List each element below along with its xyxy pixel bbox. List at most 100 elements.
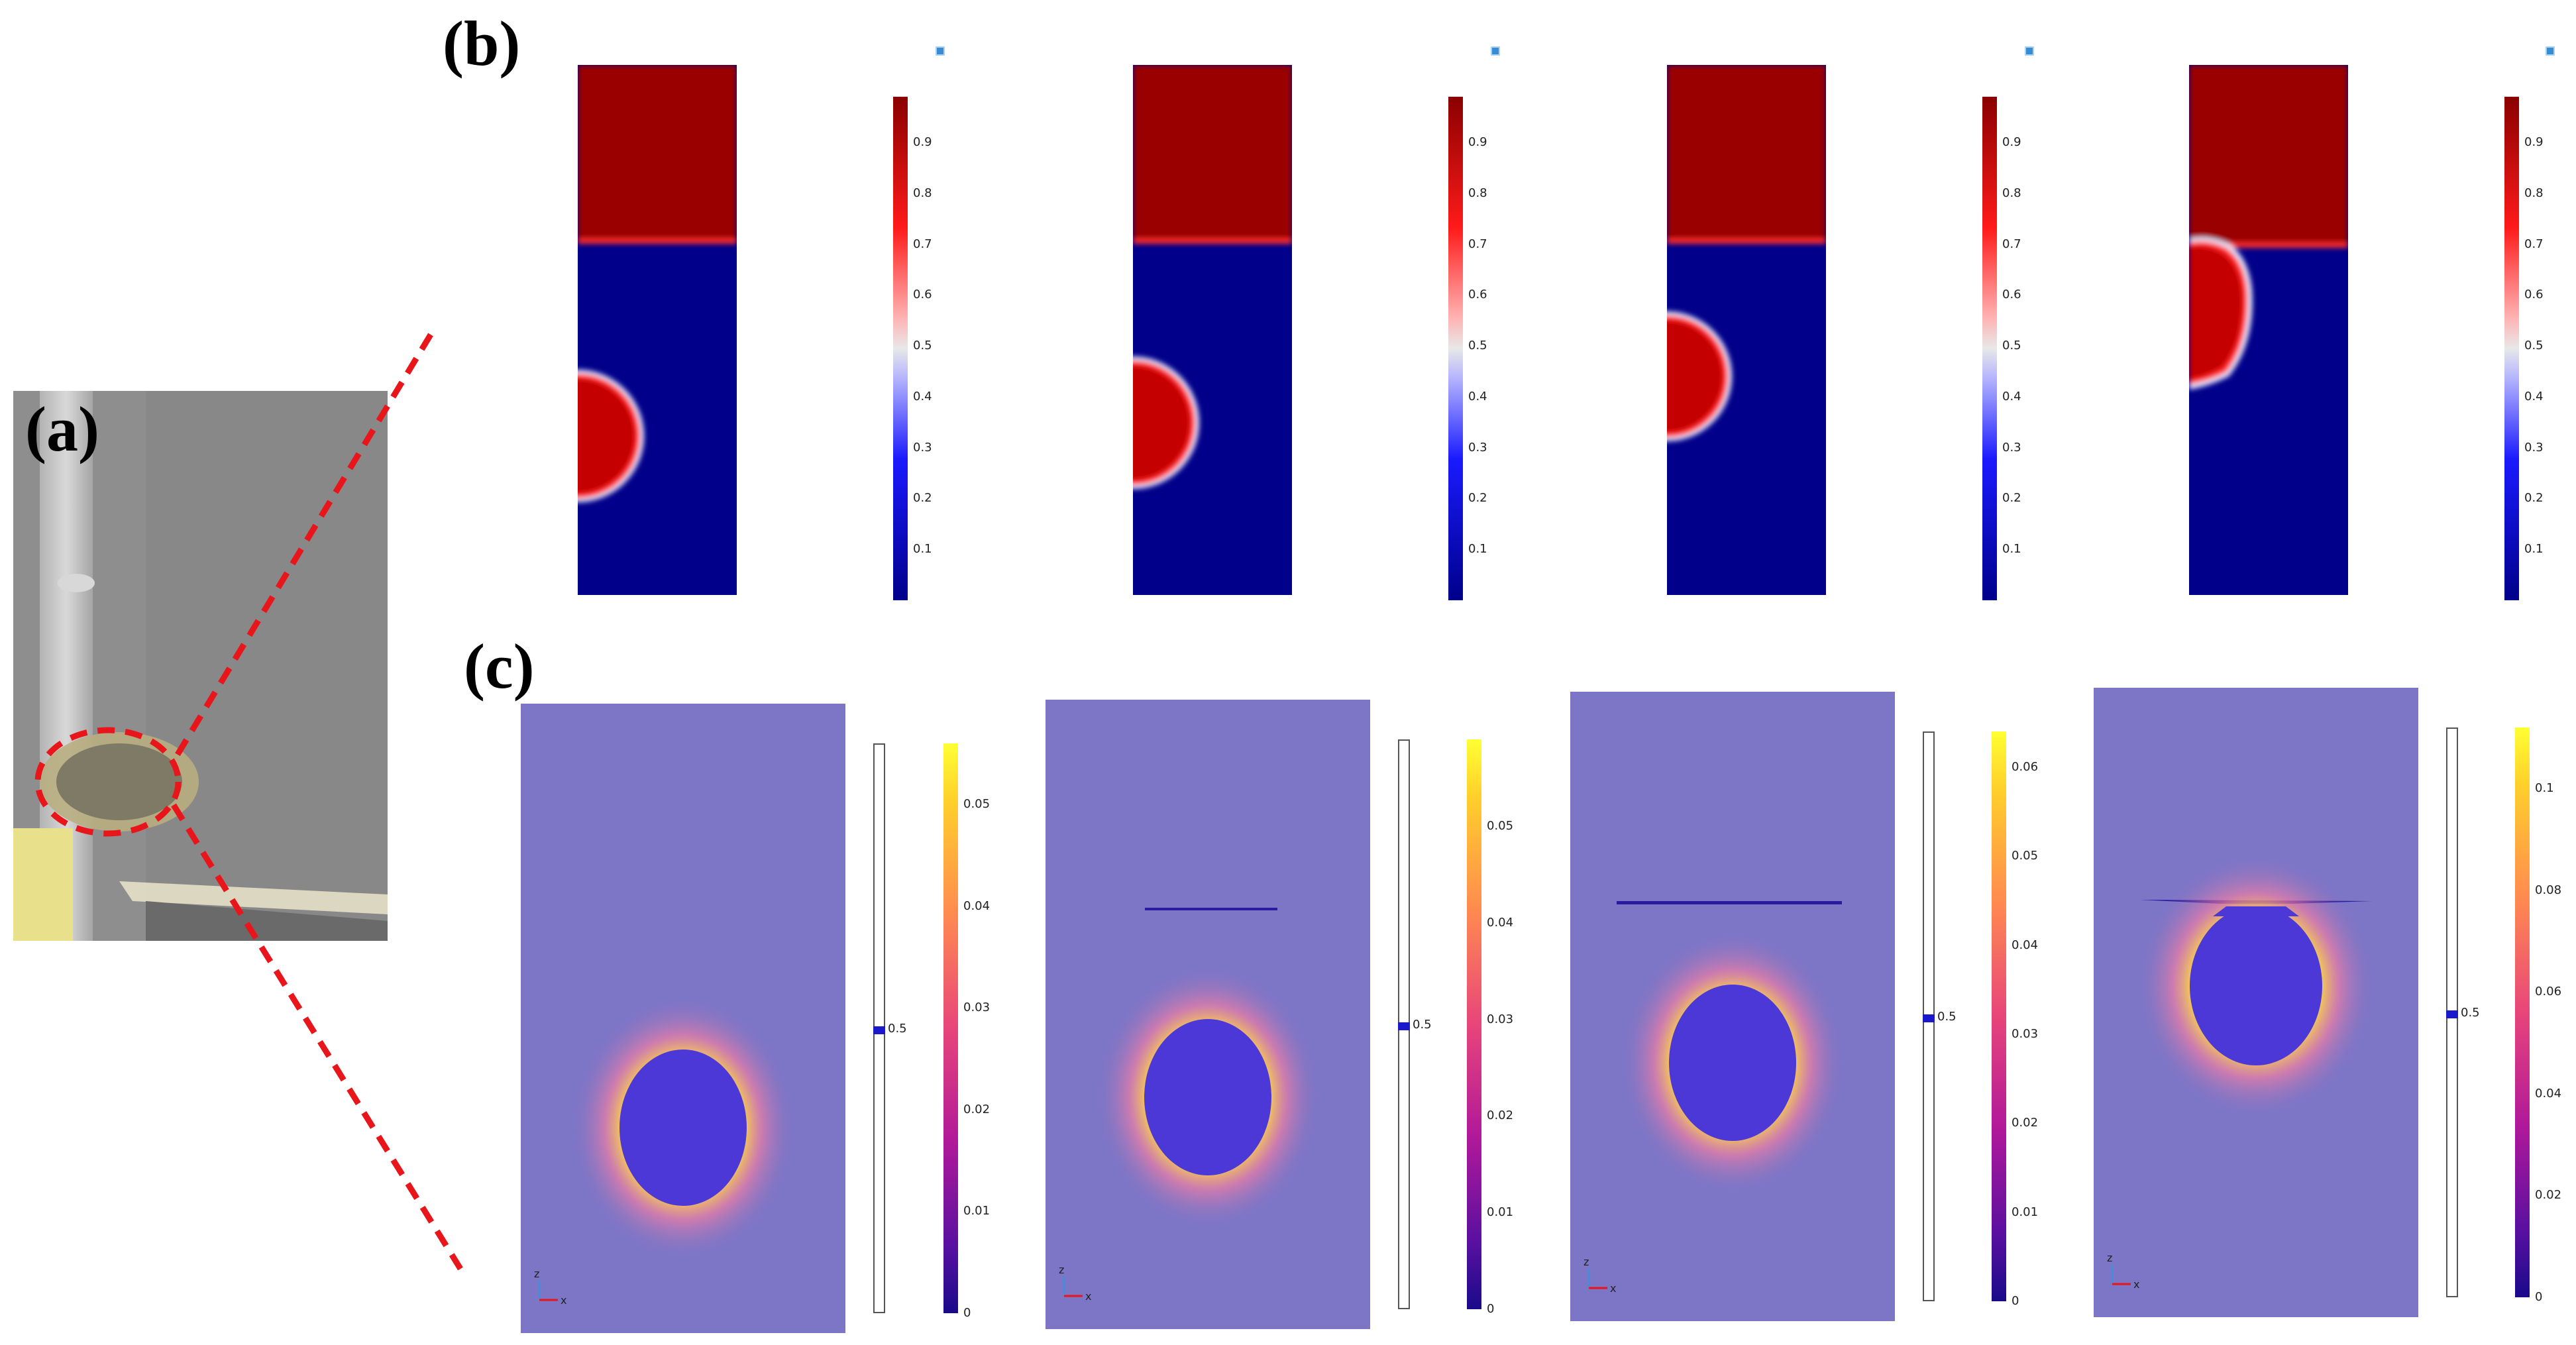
phase-field-frame-1	[578, 65, 737, 595]
colorbar-b-tick: 0.3	[2002, 440, 2021, 455]
axis-x-label: x	[561, 1294, 566, 1307]
level-marker	[2446, 1010, 2458, 1018]
level-marker-label: 0.5	[1413, 1018, 1432, 1032]
colorbar-b-tick: 0.6	[2524, 288, 2544, 302]
colorbar-b-tick: 0.7	[913, 237, 932, 251]
colorbar-b-tick: 0.3	[1468, 440, 1487, 455]
phase-field-frame-2	[1133, 65, 1292, 595]
colorbar-b-tick: 0.2	[2524, 491, 2544, 506]
colorbar-b-tick: 0.9	[2002, 135, 2021, 150]
colorbar-b-tick: 0.4	[2524, 389, 2544, 404]
colorbar-b-tick: 0.7	[2002, 237, 2021, 251]
colorbar-b-tick: 0.4	[1468, 389, 1487, 404]
level-marker	[1923, 1014, 1935, 1022]
zoom-line-upper	[170, 333, 433, 765]
highlight-ellipse	[34, 727, 182, 837]
phase-field-frame-4	[2189, 65, 2348, 595]
colorbar-b-tick: 0.2	[2002, 491, 2021, 506]
colorbar-b-tick: 0.5	[2002, 339, 2021, 353]
colorbar-b-tick: 0.1	[913, 542, 932, 557]
axis-x-label: x	[1610, 1282, 1616, 1295]
velocity-frame-3: z x	[1570, 692, 1895, 1321]
colorbar-b-tick: 0.9	[1468, 135, 1487, 150]
colorbar-b-tick: 0.8	[1468, 186, 1487, 200]
label-b: (b)	[443, 8, 521, 79]
colorbar-b-tick: 0.7	[1468, 237, 1487, 251]
colorbar-b-tick: 0.5	[913, 339, 932, 353]
colorbar-c-4	[2515, 727, 2530, 1297]
colorbar-c-tick: 0.1	[2535, 781, 2554, 796]
colorbar-c-tick: 0	[963, 1306, 971, 1320]
colorbar-b-tick: 0.9	[2524, 135, 2544, 150]
colorbar-c-tick: 0.03	[963, 1000, 991, 1015]
colorbar-c-tick: 0.05	[2012, 849, 2039, 863]
cube-icon	[2025, 46, 2034, 56]
bubble-photo	[13, 391, 388, 941]
level-marker	[873, 1026, 885, 1034]
colorbar-c-tick: 0.01	[2012, 1205, 2039, 1219]
axis-z-label: z	[1583, 1256, 1589, 1268]
colorbar-b-4	[2504, 97, 2519, 600]
colorbar-b-tick: 0.8	[913, 186, 932, 200]
colorbar-c-1	[943, 743, 958, 1313]
colorbar-c-tick: 0.04	[1487, 915, 1514, 930]
colorbar-b-tick: 0.2	[913, 491, 932, 506]
colorbar-c-tick: 0	[1487, 1302, 1495, 1316]
colorbar-b-tick: 0.4	[913, 389, 932, 404]
axis-z-label: z	[2107, 1252, 2112, 1264]
level-bar-4	[2446, 727, 2458, 1297]
velocity-frame-4: z x	[2094, 688, 2418, 1317]
cube-icon	[2546, 46, 2555, 56]
colorbar-c-tick: 0	[2535, 1290, 2543, 1304]
cube-icon	[936, 46, 945, 56]
colorbar-c-tick: 0.04	[2535, 1086, 2562, 1101]
colorbar-b-tick: 0.1	[1468, 542, 1487, 557]
colorbar-b-2	[1448, 97, 1463, 600]
colorbar-b-tick: 0.3	[2524, 440, 2544, 455]
colorbar-b-tick: 0.6	[2002, 288, 2021, 302]
colorbar-b-tick: 0.5	[1468, 339, 1487, 353]
colorbar-c-tick: 0.06	[2535, 985, 2562, 999]
colorbar-b-3	[1982, 97, 1997, 600]
photo-scene	[13, 391, 388, 941]
colorbar-c-tick: 0.01	[963, 1204, 991, 1218]
colorbar-b-tick: 0.1	[2002, 542, 2021, 557]
colorbar-b-tick: 0.8	[2524, 186, 2544, 200]
level-marker-label: 0.5	[888, 1022, 907, 1036]
axis-triad	[538, 1280, 558, 1301]
phase-field-frame-3	[1667, 65, 1826, 595]
level-bar-3	[1923, 731, 1935, 1301]
colorbar-c-tick: 0.04	[963, 898, 991, 913]
colorbar-c-tick: 0.01	[1487, 1205, 1514, 1220]
zoom-line-lower	[171, 803, 463, 1271]
colorbar-c-tick: 0.02	[2535, 1188, 2562, 1203]
colorbar-c-tick: 0.02	[963, 1102, 991, 1116]
axis-z-label: z	[1059, 1264, 1064, 1276]
colorbar-b-tick: 0.3	[913, 440, 932, 455]
level-marker-label: 0.5	[1937, 1010, 1957, 1024]
colorbar-c-tick: 0.05	[963, 797, 991, 812]
colorbar-c-tick: 0.08	[2535, 883, 2562, 897]
level-marker	[1398, 1022, 1410, 1030]
colorbar-b-tick: 0.2	[1468, 491, 1487, 506]
colorbar-c-tick: 0.03	[2012, 1026, 2039, 1041]
colorbar-b-tick: 0.8	[2002, 186, 2021, 200]
axis-x-label: x	[2133, 1278, 2139, 1291]
label-a: (a)	[25, 394, 99, 464]
colorbar-c-3	[1992, 731, 2006, 1301]
colorbar-c-tick: 0.06	[2012, 759, 2039, 774]
colorbar-b-tick: 0.5	[2524, 339, 2544, 353]
label-c: (c)	[464, 631, 535, 702]
colorbar-b-tick: 0.7	[2524, 237, 2544, 251]
colorbar-c-tick: 0.04	[2012, 938, 2039, 952]
colorbar-b-tick: 0.1	[2524, 542, 2544, 557]
velocity-frame-1: z x	[521, 704, 845, 1333]
level-bar-1	[873, 743, 885, 1313]
level-marker-label: 0.5	[2461, 1006, 2480, 1020]
colorbar-b-tick: 0.9	[913, 135, 932, 150]
colorbar-c-tick: 0	[2012, 1294, 2019, 1308]
axis-x-label: x	[1085, 1290, 1091, 1303]
axis-z-label: z	[534, 1267, 539, 1280]
colorbar-c-tick: 0.03	[1487, 1012, 1514, 1026]
